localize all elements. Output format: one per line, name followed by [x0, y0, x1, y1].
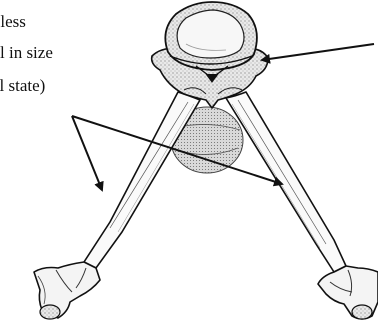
caption-line-1: or less [0, 13, 26, 30]
caption-line-2: l in size [0, 44, 53, 61]
left-long-bone [34, 92, 200, 319]
central-bone-body [152, 2, 268, 108]
right-long-bone [226, 92, 378, 319]
arrow-left-bone [72, 116, 102, 190]
caption-line-3: al state) [0, 77, 45, 94]
arrow-right-top [262, 44, 374, 60]
